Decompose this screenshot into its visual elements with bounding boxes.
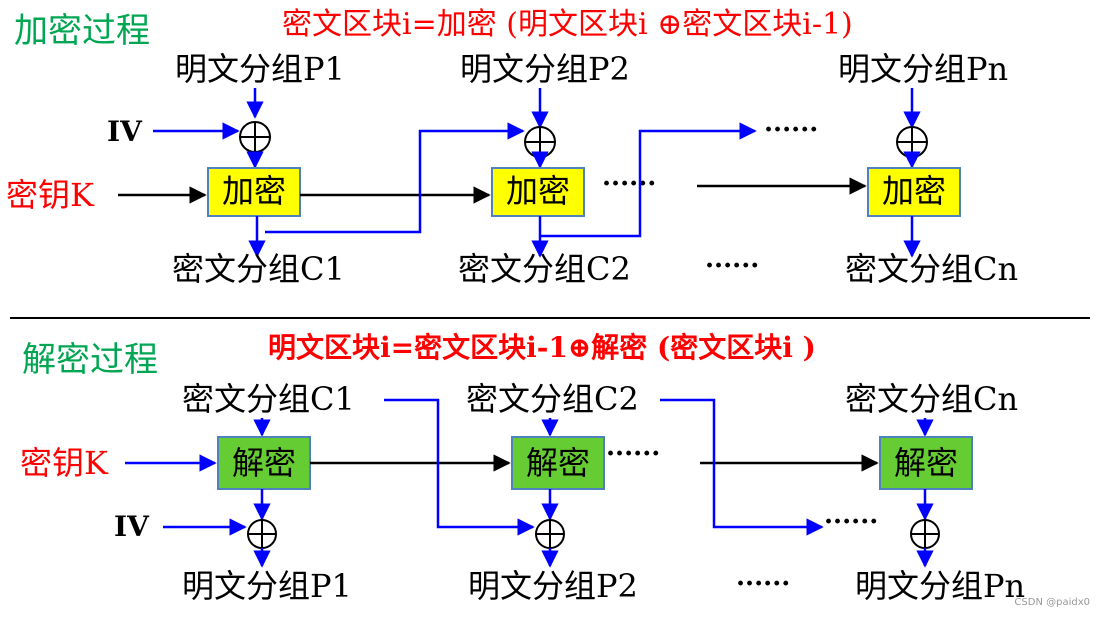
decryption-output-p2: 明文分组P2 [468,567,638,605]
encryption-block-1 [207,167,301,217]
encryption-block-2 [491,167,585,217]
encryption-input-p1: 明文分组P1 [175,50,345,88]
encryption-xor-icon-1 [239,121,271,153]
decryption-key-label: 密钥K [20,444,109,482]
encryption-output-cn: 密文分组Cn [845,250,1018,288]
decryption-input-cn: 密文分组Cn [845,380,1018,418]
decryption-block-2-label: 解密 [526,444,590,482]
encryption-chain-arrow-1 [265,122,525,234]
encryption-xor-icon-2 [524,126,556,158]
decryption-xor-icon-n [910,519,940,549]
encryption-section-title: 加密过程 [14,11,150,51]
encryption-ellipsis-middle: ······ [602,169,656,199]
decryption-input-c2: 密文分组C2 [466,380,639,418]
decryption-ellipsis-right: ······ [824,507,878,537]
encryption-output-c1: 密文分组C1 [172,250,345,288]
encryption-block-n [867,167,961,217]
encryption-input-pn: 明文分组Pn [838,50,1008,88]
decryption-iv-label: IV [114,510,150,543]
encryption-input-p2: 明文分组P2 [460,50,630,88]
encryption-block-2-label: 加密 [506,172,570,210]
decryption-formula: 明文区块i=密文区块i-1⊕解密 (密文区块i ) [268,331,816,364]
decryption-block-n [879,436,973,490]
decryption-block-2 [511,436,605,490]
encryption-ellipsis-bottom: ······ [705,251,759,281]
decryption-chain-arrow-2 [660,398,824,536]
decryption-block-1 [217,436,311,490]
encryption-ellipsis-top: ······ [764,115,818,145]
decryption-section-title: 解密过程 [22,340,158,380]
decryption-output-p1: 明文分组P1 [182,567,352,605]
decryption-input-c1: 密文分组C1 [182,380,355,418]
decryption-ellipsis-bottom: ······ [736,569,790,599]
encryption-chain-arrow-2 [540,122,757,238]
encryption-output-c2: 密文分组C2 [458,250,631,288]
encryption-block-1-label: 加密 [222,172,286,210]
decryption-chain-arrow-1 [384,398,535,536]
encryption-formula: 密文区块i=加密 (明文区块i ⊕密文区块i-1) [282,7,853,42]
encryption-key-label: 密钥K [6,176,95,214]
encryption-block-n-label: 加密 [882,172,946,210]
watermark: CSDN @paidx0 [1014,597,1090,608]
decryption-block-1-label: 解密 [232,444,296,482]
decryption-output-pn: 明文分组Pn [855,567,1025,605]
encryption-xor-icon-n [896,126,928,158]
encryption-iv-label: IV [107,115,143,148]
decryption-block-n-label: 解密 [894,444,958,482]
decryption-ellipsis-middle: ······ [606,439,660,469]
decryption-xor-icon-1 [247,519,277,549]
decryption-xor-icon-2 [535,519,565,549]
